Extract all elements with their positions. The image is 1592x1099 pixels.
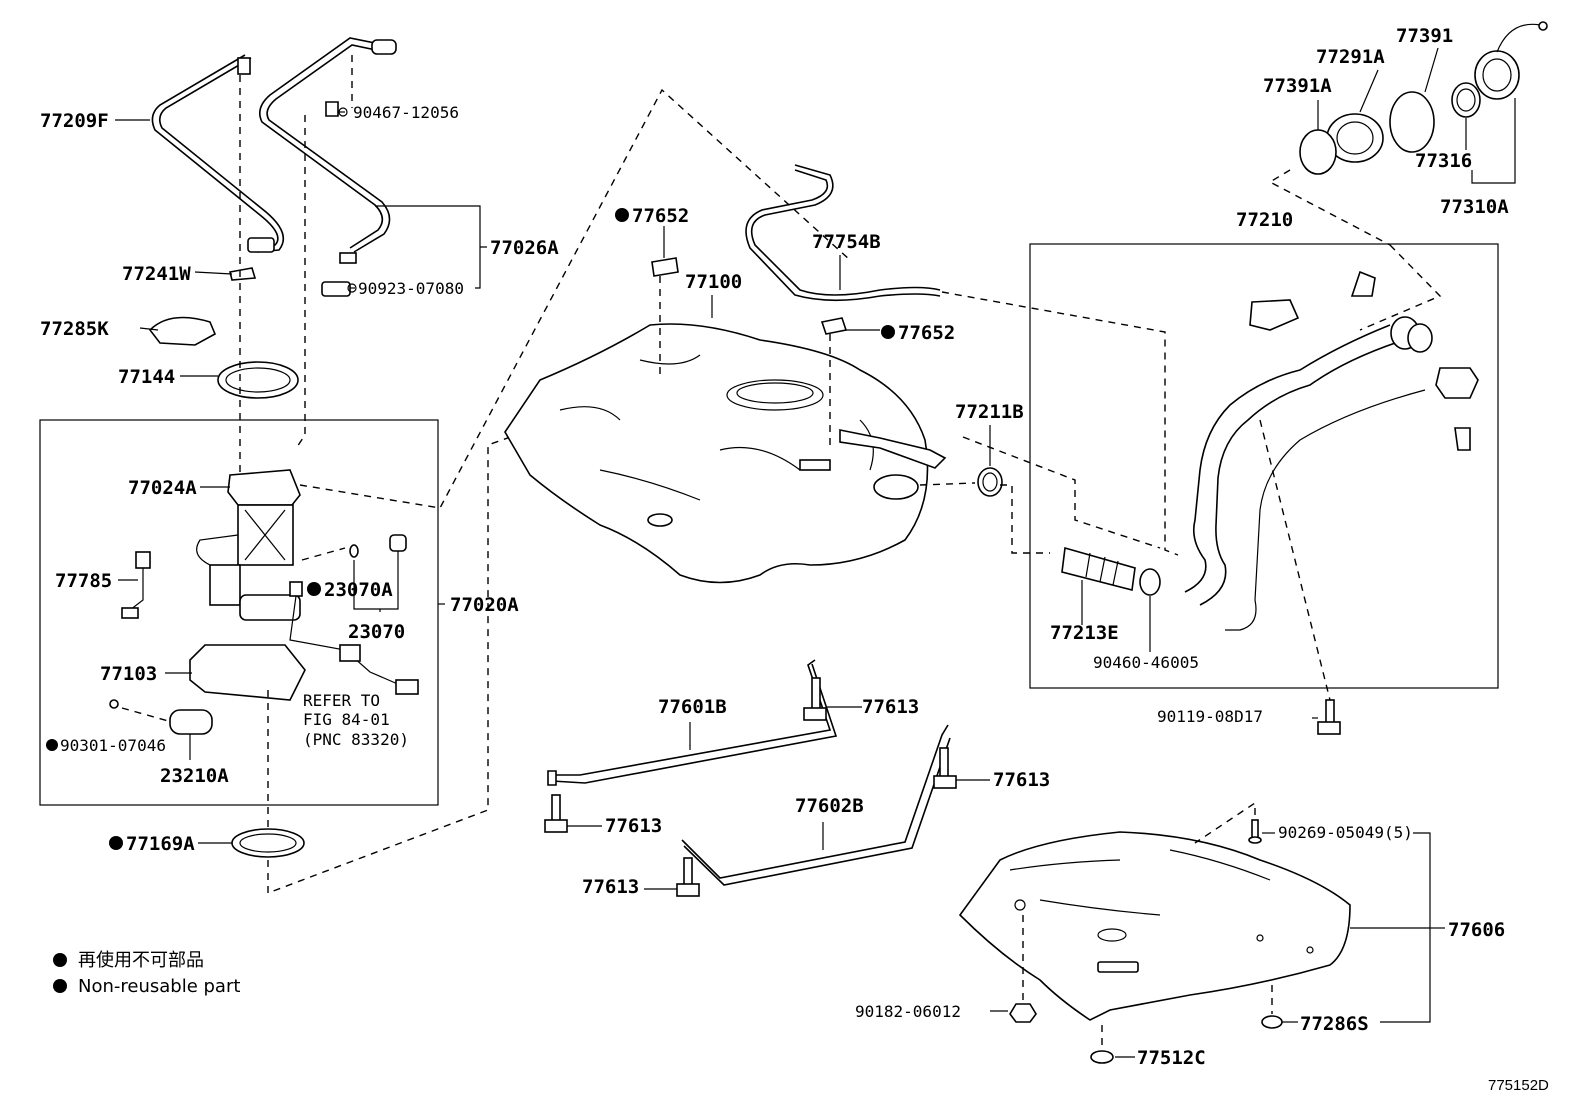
label-77602B: 77602B [795,795,864,817]
label-90923: 90923-07080 [358,279,464,298]
label-77391A: 77391A [1263,75,1332,97]
ring-77391[interactable] [1389,91,1435,153]
label-77210: 77210 [1236,209,1293,231]
label-77241W: 77241W [122,263,191,285]
clip-77241W [229,267,257,281]
label-77512C: 77512C [1137,1047,1206,1069]
refer-line-3: (PNC 83320) [303,730,409,749]
label-77026A: 77026A [490,237,559,259]
label-90269: 90269-05049(5) [1278,823,1413,842]
filler-cap-77310A[interactable] [1474,21,1548,100]
label-77652-left: 77652 [632,205,689,227]
label-77285K: 77285K [40,318,109,340]
refer-line-2: FIG 84-01 [303,710,390,729]
non-reusable-dot-90301 [46,739,58,751]
gasket-77169A[interactable] [231,828,305,858]
cushion-77652-left [651,257,679,277]
fuel-pump-77024A[interactable] [196,469,301,621]
clip-90467 [325,101,339,117]
fuel-line-77026A[interactable] [259,37,397,264]
clip-77512C [1090,1050,1114,1064]
fuel-pump-23210A[interactable] [109,699,213,735]
tank-band-77601B[interactable] [547,659,838,786]
label-77316: 77316 [1415,150,1472,172]
label-77144: 77144 [118,366,175,388]
housing-77291A[interactable] [1326,113,1384,163]
label-77613-d: 77613 [582,876,639,898]
label-77024A: 77024A [128,477,197,499]
label-77103: 77103 [100,663,157,685]
label-77606: 77606 [1448,919,1505,941]
label-90467: 90467-12056 [353,103,459,122]
bracket-77103[interactable] [189,644,306,701]
bolt-77613-a [803,677,827,721]
filler-pipe-box [1029,243,1499,689]
sender-gauge-77785[interactable] [121,551,151,619]
label-77613-b: 77613 [605,815,662,837]
hose-77213E[interactable] [1061,546,1136,591]
label-77213E: 77213E [1050,622,1119,644]
label-77169A: 77169A [126,833,195,855]
fuel-pump-assembly-box [39,419,439,806]
label-77601B: 77601B [658,696,727,718]
non-reusable-dot-77169A [109,836,123,850]
cushion-77652-right [820,317,848,335]
label-77613-c: 77613 [993,769,1050,791]
refer-line-1: REFER TO [303,691,380,710]
wire-harness [289,581,419,695]
cover-77606[interactable] [958,831,1351,1021]
nut-90182 [1009,1003,1037,1023]
label-77754B: 77754B [812,231,881,253]
filler-pipe-77210[interactable] [1184,270,1479,631]
figure-id: 775152D [1488,1077,1549,1094]
label-23210A: 23210A [160,765,229,787]
bolt-90269 [1248,819,1262,844]
connector-90923 [321,281,351,297]
label-77310A: 77310A [1440,196,1509,218]
label-90460: 90460-46005 [1093,653,1199,672]
retainer-ring-77144[interactable] [217,361,299,399]
ring-77391A[interactable] [1299,129,1337,175]
label-23070A: 23070A [324,579,393,601]
bolt-90119 [1317,699,1341,735]
legend-jp: 再使用不可部品 [78,950,204,971]
label-77291A: 77291A [1316,46,1385,68]
label-77652-right: 77652 [898,322,955,344]
label-77209F: 77209F [40,110,109,132]
bolt-77613-c [933,747,957,789]
tank-band-77602B[interactable] [681,724,951,886]
label-77211B: 77211B [955,401,1024,423]
label-77100: 77100 [685,271,742,293]
fuel-line-77209F[interactable] [151,54,285,253]
label-77785: 77785 [55,570,112,592]
label-90182: 90182-06012 [855,1002,961,1021]
legend-dot-en [53,979,67,993]
clip-77286S [1261,1015,1283,1029]
clamp-90460[interactable] [1139,568,1161,596]
label-77286S: 77286S [1300,1013,1369,1035]
label-90119: 90119-08D17 [1157,707,1263,726]
label-77613-a: 77613 [862,696,919,718]
clamp-77211B[interactable] [977,467,1003,497]
legend-en: Non-reusable part [78,976,240,997]
protector-77285K[interactable] [148,316,217,346]
non-reusable-dot-77652-right [881,325,895,339]
non-reusable-dot-23070A [307,582,321,596]
label-77020A: 77020A [450,594,519,616]
label-77391: 77391 [1396,25,1453,47]
bolt-77613-d [676,857,700,897]
non-reusable-dot-77652-left [615,208,629,222]
gasket-77316[interactable] [1451,82,1481,118]
label-90301: 90301-07046 [60,736,166,755]
filter-23070 [349,534,407,558]
hose-77754B[interactable] [745,164,941,302]
legend-dot-jp [53,953,67,967]
bolt-77613-b [544,794,568,833]
label-23070: 23070 [348,621,405,643]
fuel-tank-77100[interactable] [504,323,947,584]
